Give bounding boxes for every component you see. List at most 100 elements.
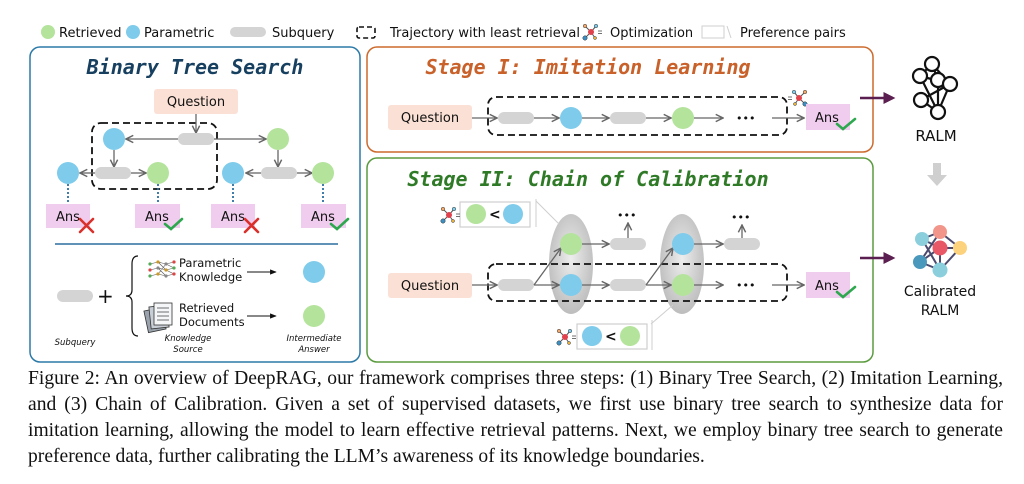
cross-icon [78,217,95,234]
bts-answer-label-2: Ans [145,210,169,225]
stage2-branch2-retrieved [672,274,694,296]
bts-subquery-sample [57,290,93,302]
pair1-parametric [503,204,523,224]
preference-pairs-icon [701,25,725,39]
bts-answer-box-3 [211,204,255,228]
bts-leaf-3-parametric [222,162,244,184]
figure-caption: Figure 2: An overview of DeepRAG, our fr… [28,368,1003,467]
ralm-network-icon [911,55,959,121]
stage2-branch2-parametric [672,233,694,255]
bts-trajectory-box [91,122,218,190]
stage2-panel: Stage II: Chain of Calibration < < Quest… [366,157,874,363]
legend-trajectory-swatch [356,26,376,39]
pair2-less-than: < [605,329,617,345]
pair2-parametric [582,326,602,346]
bts-answer-box-4 [301,204,346,228]
parametric-knowledge-line1: Parametric [179,256,241,270]
stage2-answer-label: Ans [815,279,839,294]
stage2-branch1-retrieved [560,233,582,255]
documents-icon [143,302,173,334]
calibrated-ralm-label-line2: RALM [921,303,960,319]
stage2-question-box [388,273,472,298]
legend-retrieved-swatch [41,25,55,39]
neural-network-icon [148,260,176,278]
pair1-less-than: < [489,207,501,223]
optimization-icon [582,23,603,41]
stage2-ellipsis-upper-1: ••• [617,209,636,222]
curly-brace [125,255,139,337]
plus-sign: + [97,284,114,308]
check-icon [835,117,857,131]
ralm-label: RALM [915,127,956,145]
check-icon [835,285,857,299]
bts-answer-label-4: Ans [311,210,335,225]
intermediate-answer-retrieved [303,305,325,327]
bts-answer-box-1 [46,204,90,228]
caption-knowledge-source-line1: Knowledge [165,334,212,344]
stage2-branch1-parametric [560,274,582,296]
bts-leaf-1-parametric [57,162,79,184]
bts-leaf-4-retrieved [312,162,334,184]
stage2-answer-box [806,272,850,298]
legend-preference-pairs-label: Preference pairs [740,26,846,41]
cross-icon [243,217,260,234]
stage1-ellipsis: ••• [736,112,755,125]
stage2-ellipsis-main: ••• [736,279,755,292]
stage1-answer-box [806,104,850,130]
binary-tree-search-panel: Binary Tree Search Question Ans [29,46,361,363]
bts-title: Binary Tree Search [86,55,304,79]
intermediate-answer-parametric [303,261,325,283]
bts-subquery-root [178,133,214,145]
stage1-subquery-2 [610,112,646,124]
legend-subquery-label: Subquery [272,26,335,41]
legend-parametric-swatch [126,25,140,39]
stage2-ellipsis-upper-2: ••• [731,211,750,224]
parametric-knowledge-line2: Knowledge [179,270,242,284]
bts-answer-box-2 [135,204,180,228]
deeprag-overview-diagram: Retrieved Parametric Subquery Trajectory… [29,23,976,363]
stage2-question-label: Question [401,279,459,294]
stage2-subquery-2 [610,279,646,291]
legend-retrieved-label: Retrieved [59,26,121,41]
stage2-subquery-branch2-upper [724,238,760,250]
retrieved-documents-line1: Retrieved [179,301,234,315]
bts-subquery-right [261,167,297,179]
bts-answer-label-3: Ans [221,210,245,225]
bts-leaf-2-retrieved [147,162,169,184]
caption-subquery: Subquery [55,338,97,348]
bts-question-label: Question [167,95,225,110]
caption-intermediate-line1: Intermediate [287,334,342,344]
retrieved-documents-line2: Documents [179,315,245,329]
stage2-choice-ellipse-1 [549,214,593,314]
bts-node-parametric-l1 [103,128,125,150]
calibrated-ralm-network-icon [913,225,967,278]
pair2-retrieved [620,326,640,346]
legend-subquery-swatch [230,27,266,37]
check-icon [329,217,350,231]
stage1-node-retrieved [672,107,694,129]
caption-knowledge-source-line2: Source [173,345,202,355]
bts-subquery-left [95,167,131,179]
bts-question-box [154,89,238,114]
pair1-retrieved [466,204,486,224]
stage1-question-label: Question [401,111,459,126]
stage2-subquery-branch1-upper [610,238,646,250]
check-icon [163,217,184,231]
stage1-question-box [388,105,472,130]
stage2-subquery-1 [498,279,534,291]
stage1-node-parametric [560,107,582,129]
legend-trajectory-label: Trajectory with least retrieval [389,26,580,41]
legend: Retrieved Parametric Subquery Trajectory… [41,23,846,41]
stage1-panel: Stage I: Imitation Learning Question •••… [366,46,874,153]
stage1-subquery-1 [498,112,534,124]
legend-optimization-label: Optimization [610,26,693,41]
stage2-title: Stage II: Chain of Calibration [407,167,768,191]
calibrated-ralm-label-line1: Calibrated [904,284,976,300]
down-arrow-icon [927,163,947,186]
caption-intermediate-line2: Answer [297,345,330,355]
bts-answer-label-1: Ans [56,210,80,225]
bts-node-retrieved-l1 [267,128,289,150]
legend-parametric-label: Parametric [144,26,214,41]
stage1-answer-label: Ans [815,111,839,126]
stage1-title: Stage I: Imitation Learning [425,55,750,79]
